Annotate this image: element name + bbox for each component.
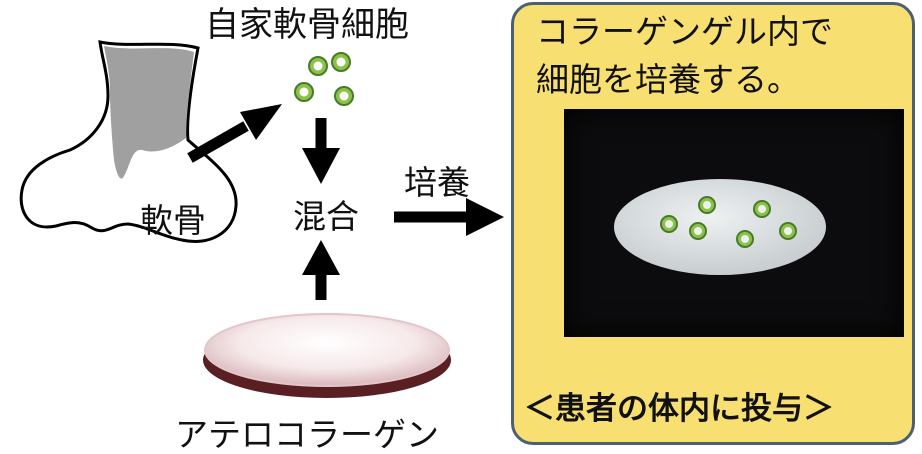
cell-nucleus [665, 220, 673, 228]
arrow-cells-to-mix [302, 118, 340, 184]
arrow-collagen-to-mix [302, 240, 340, 300]
arrow-mix-to-culture [394, 198, 504, 236]
gel-photo [564, 109, 904, 337]
cartilage-label: 軟骨 [140, 201, 206, 240]
gel-photo-svg [614, 179, 826, 275]
culture-label: 培養 [404, 163, 470, 202]
autologous-cells-label: 自家軟骨細胞 [205, 5, 409, 45]
administration-caption: ＜患者の体内に投与＞ [524, 391, 834, 427]
cell-nucleus [336, 57, 346, 67]
panel-heading-line1: コラーゲンゲル内で [536, 12, 833, 51]
cell-nucleus [741, 235, 749, 243]
cell-nucleus [313, 61, 323, 71]
cell-nucleus [339, 91, 349, 101]
cell-nucleus [694, 227, 702, 235]
cell-nucleus [784, 227, 792, 235]
cell-nucleus [299, 87, 309, 97]
gel-cells [660, 196, 797, 248]
cell-cluster [294, 52, 354, 106]
culture-panel: コラーゲンゲル内で 細胞を培養する。 [511, 2, 915, 445]
bone-shaft-gray [104, 46, 194, 179]
atelocollagen-label: アテロコラーゲン [175, 415, 439, 454]
cell-nucleus [758, 205, 766, 213]
mix-label: 混合 [293, 197, 359, 236]
cell-nucleus [703, 201, 711, 209]
collagen-gel [614, 179, 826, 275]
panel-heading-line2: 細胞を培養する。 [536, 60, 800, 99]
arrow-bone-to-cells [187, 104, 282, 163]
bone-illustration [19, 40, 238, 243]
collagen-dish [203, 313, 451, 398]
